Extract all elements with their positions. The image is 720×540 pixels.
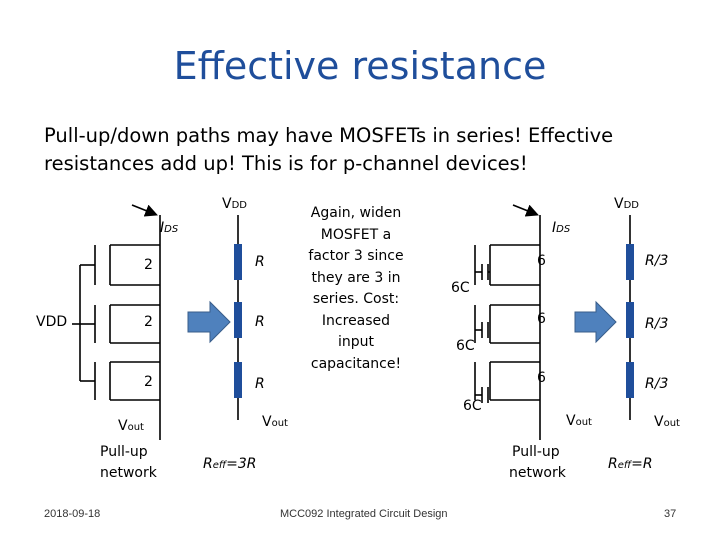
left-gate-input-label: VDD xyxy=(36,314,68,330)
right-network-label-1: Pull-up xyxy=(512,444,560,460)
left-resistor-2 xyxy=(234,302,242,338)
left-vdd-label: VDD xyxy=(222,196,247,212)
right-vdd-label: VDD xyxy=(614,196,639,212)
body-text-line-1: Pull-up/down paths may have MOSFETs in s… xyxy=(44,124,614,147)
right-capacitor-label-1: 6C xyxy=(451,280,470,296)
right-transistor-size-2: 6 xyxy=(537,311,546,327)
right-vout-label: Vout xyxy=(566,413,592,429)
right-transistor-size-1: 6 xyxy=(537,253,546,269)
left-vout-label: Vout xyxy=(118,418,144,434)
right-resistor-3 xyxy=(626,362,634,398)
left-transistor-size-2: 2 xyxy=(144,314,153,330)
right-transistor-size-3: 6 xyxy=(537,370,546,386)
right-network-label-2: network xyxy=(509,465,566,481)
left-ids-label: IDS xyxy=(160,220,179,236)
left-resistor-3 xyxy=(234,362,242,398)
right-resistor-label-2: R/3 xyxy=(645,316,669,332)
left-resistor-label-3: R xyxy=(255,376,265,392)
right-resistor-1 xyxy=(626,244,634,280)
right-resistor-label-3: R/3 xyxy=(645,376,669,392)
right-ids-label: IDS xyxy=(552,220,571,236)
left-resistor-label-1: R xyxy=(255,254,265,270)
left-reff-label: Reff=3R xyxy=(203,456,257,472)
left-resistor-label-2: R xyxy=(255,314,265,330)
left-equivalence-arrow xyxy=(187,300,231,344)
right-equivalent-vout-label: Vout xyxy=(654,414,680,430)
slide-title: Effective resistance xyxy=(173,44,547,88)
right-ids-arrow xyxy=(512,204,539,217)
left-network-label-1: Pull-up xyxy=(100,444,148,460)
left-ids-arrow xyxy=(131,204,158,217)
left-pmos-stack xyxy=(72,215,161,440)
right-capacitor-label-3: 6C xyxy=(463,398,482,414)
right-resistor-label-1: R/3 xyxy=(645,253,669,269)
right-equivalence-arrow xyxy=(574,300,617,344)
left-transistor-size-3: 2 xyxy=(144,374,153,390)
footer-date: 2018-09-18 xyxy=(44,508,101,520)
right-capacitor-label-2: 6C xyxy=(456,338,475,354)
right-reff-label: Reff=R xyxy=(608,456,653,472)
right-pmos-stack xyxy=(474,215,541,440)
left-transistor-size-1: 2 xyxy=(144,257,153,273)
left-resistor-1 xyxy=(234,244,242,280)
right-resistor-2 xyxy=(626,302,634,338)
left-equivalent-vout-label: Vout xyxy=(262,414,288,430)
footer-page-number: 37 xyxy=(664,508,677,520)
body-text-line-2: resistances add up! This is for p-channe… xyxy=(44,152,528,175)
footer-course: MCC092 Integrated Circuit Design xyxy=(280,508,448,520)
sizing-note: Again, widen MOSFET a factor 3 since the… xyxy=(308,205,404,372)
left-network-label-2: network xyxy=(100,465,157,481)
